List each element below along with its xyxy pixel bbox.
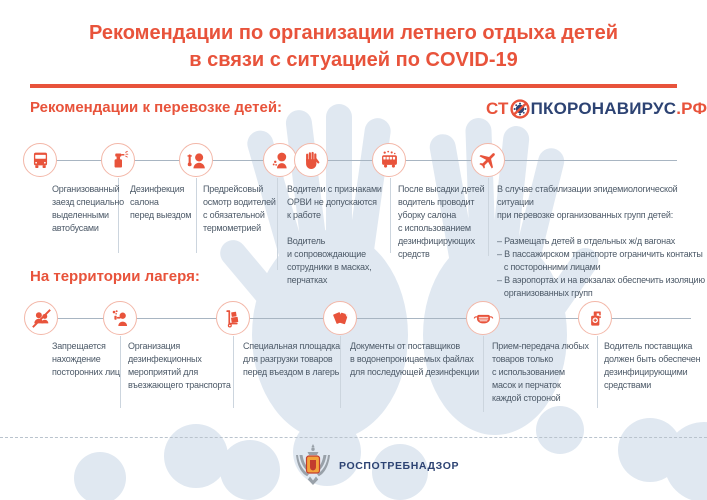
step-text: Специальная площадка для разгрузки товар… <box>243 341 340 377</box>
step-circle <box>101 143 135 177</box>
column-divider <box>118 178 119 253</box>
no-virus-icon <box>510 99 530 119</box>
airplane-icon <box>479 153 495 169</box>
logo-text-st: СТ <box>486 99 509 118</box>
step-circle <box>103 301 137 335</box>
sanitizer-dispenser-icon <box>590 311 601 326</box>
column-divider <box>483 336 484 412</box>
logo-text-koronavirus: ПКОРОНАВИРУС <box>530 99 677 118</box>
step-text: После высадки детей водитель проводит уб… <box>398 184 485 259</box>
step-text: Дезинфекция салона перед выездом <box>130 184 192 220</box>
title-line-1: Рекомендации по организации летнего отды… <box>88 22 618 44</box>
sneezing-person-icon <box>272 152 287 168</box>
step-circle <box>24 301 58 335</box>
column-divider <box>597 336 598 408</box>
step-text: Предрейсовый осмотр водителей с обязател… <box>203 184 276 233</box>
logo-text-rf: .РФ <box>676 99 707 118</box>
stopcoronavirus-logo: СТ ПКОРОНАВИРУС .РФ <box>486 99 707 119</box>
hand-truck-icon <box>225 309 238 328</box>
driver-thermometry-icon <box>186 152 205 168</box>
section-camp-heading: На территории лагеря: <box>30 268 200 285</box>
step-text: В случае стабилизации эпидемиологической… <box>497 184 705 298</box>
step-circle <box>466 301 500 335</box>
step-circle <box>578 301 612 335</box>
step-circle <box>263 143 297 177</box>
step-circle <box>23 143 57 177</box>
column-divider <box>196 178 197 253</box>
step-text: Запрещается нахождение посторонних лиц <box>52 341 120 377</box>
step-circle <box>471 143 505 177</box>
column-divider <box>390 178 391 253</box>
step-text: Документы от поставщиков в водонепроница… <box>350 341 479 377</box>
poster-title: Рекомендации по организации летнего отды… <box>0 20 707 74</box>
footer-divider <box>0 437 707 438</box>
column-divider <box>233 336 234 408</box>
step-text: Водители с признаками ОРВИ не допускаютс… <box>287 184 382 285</box>
step-text: Организация дезинфекционных мероприятий … <box>128 341 231 390</box>
title-divider <box>30 84 677 88</box>
step-text: Организованный заезд специально выделенн… <box>52 184 124 233</box>
agency-name: РОСПОТРЕБНАДЗОР <box>339 460 460 472</box>
title-line-2: в связи с ситуацией по COVID-19 <box>189 49 518 71</box>
step-circle <box>372 143 406 177</box>
section-transport-heading: Рекомендации к перевозке детей: <box>30 99 283 116</box>
column-divider <box>120 336 121 408</box>
glove-icon <box>305 151 319 169</box>
spray-bottle-icon <box>114 150 128 167</box>
rospotrebnadzor-emblem-icon <box>296 444 330 485</box>
step-circle <box>216 301 250 335</box>
timeline-row1 <box>40 160 677 161</box>
bus-icon <box>33 152 47 168</box>
bus-cleaning-icon <box>381 150 397 168</box>
transport-disinfection-icon <box>112 309 127 326</box>
timeline-row2 <box>41 318 691 319</box>
no-strangers-icon <box>31 308 51 328</box>
column-divider <box>340 336 341 408</box>
step-circle <box>294 143 328 177</box>
column-divider <box>277 178 278 270</box>
documents-icon <box>332 311 348 324</box>
footer-logo: РОСПОТРЕБНАДЗОР <box>294 443 459 489</box>
step-circle <box>179 143 213 177</box>
column-divider <box>488 178 489 256</box>
step-text: Прием-передача любых товаров только с ис… <box>492 341 589 403</box>
face-mask-icon <box>473 314 493 323</box>
step-circle <box>323 301 357 335</box>
step-text: Водитель поставщика должен быть обеспече… <box>604 341 701 390</box>
